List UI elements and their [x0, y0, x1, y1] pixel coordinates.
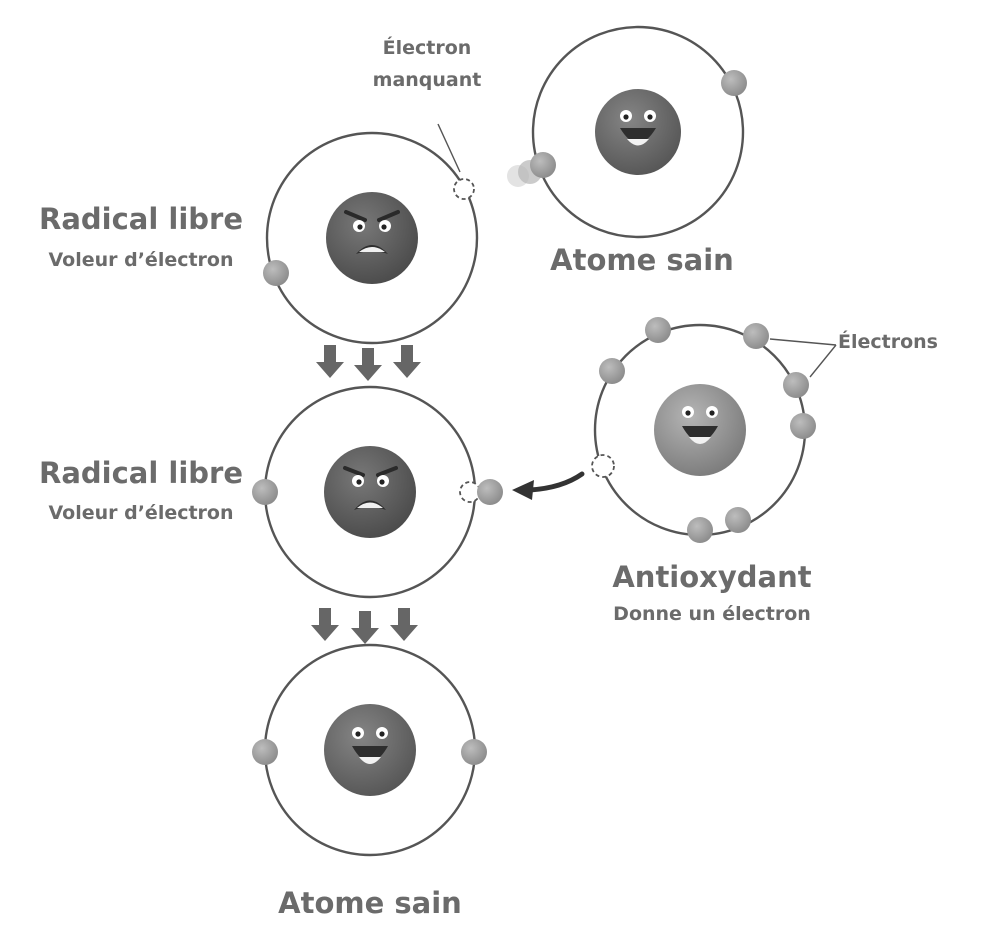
happy-face-bottom: [352, 727, 388, 764]
electron-being-stolen: [530, 152, 556, 178]
electron-antioxidant: [725, 507, 751, 533]
orbit-healthy-top: [531, 25, 745, 239]
happy-face-top: [620, 110, 656, 146]
donated-electron: [477, 479, 503, 505]
electrons-leader-1: [769, 338, 837, 346]
radical-top-subtitle: Voleur d’électron: [48, 249, 233, 271]
antioxidant-subtitle: Donne un électron: [613, 603, 811, 625]
radical-middle-title: Radical libre: [39, 456, 243, 490]
down-arrows-1: [316, 345, 421, 381]
down-arrow-icon: [393, 345, 421, 378]
electrons-label: Électrons: [838, 330, 938, 353]
healthy-top-label: Atome sain: [550, 243, 734, 277]
antioxidant-atom: [591, 317, 816, 543]
curved-arrow-shaft: [527, 471, 585, 493]
radical-atom-top: [263, 131, 479, 345]
down-arrow-icon: [354, 348, 382, 381]
donation-arrow: [512, 471, 585, 500]
electron-antioxidant: [790, 413, 816, 439]
healthy-bottom-label: Atome sain: [278, 886, 462, 920]
missing-electron-leader: [437, 123, 461, 173]
arrow-head-icon: [512, 480, 534, 500]
electron-healthy-bottom-left: [252, 739, 278, 765]
down-arrow-icon: [351, 611, 379, 644]
electron-antioxidant: [687, 517, 713, 543]
down-arrows-2: [311, 608, 418, 644]
missing-electron-label: Électron manquant: [373, 36, 482, 173]
angry-face-top: [344, 210, 400, 254]
radical-atom-middle: [252, 385, 503, 599]
angry-face-middle: [343, 466, 398, 510]
healthy-atom-bottom: [252, 643, 487, 857]
orbit-radical-top: [265, 131, 479, 345]
missing-electron-line1: Électron: [383, 36, 472, 59]
electrons-leader-2: [809, 344, 837, 378]
down-arrow-icon: [311, 608, 339, 641]
antioxidant-title: Antioxydant: [612, 560, 811, 594]
radical-top-title: Radical libre: [39, 202, 243, 236]
down-arrow-icon: [316, 345, 344, 378]
missing-electron-line2: manquant: [373, 69, 482, 91]
missing-electron-slot: [453, 178, 475, 200]
electrons-label-group: Électrons: [769, 330, 938, 378]
radical-middle-subtitle: Voleur d’électron: [48, 502, 233, 524]
electron-healthy-bottom-right: [461, 739, 487, 765]
electron-antioxidant: [743, 323, 769, 349]
happy-face-antioxidant: [682, 406, 718, 444]
angry-nucleus-top: [326, 192, 418, 284]
electron-antioxidant: [599, 358, 625, 384]
electron-radical-middle-left: [252, 479, 278, 505]
electron-antioxidant: [645, 317, 671, 343]
electron-radical-top: [263, 260, 289, 286]
electron-healthy-top-right: [721, 70, 747, 96]
angry-nucleus-middle: [324, 446, 416, 538]
donated-electron-slot: [591, 454, 615, 478]
electron-antioxidant: [783, 372, 809, 398]
down-arrow-icon: [390, 608, 418, 641]
healthy-atom-top: [507, 25, 747, 239]
